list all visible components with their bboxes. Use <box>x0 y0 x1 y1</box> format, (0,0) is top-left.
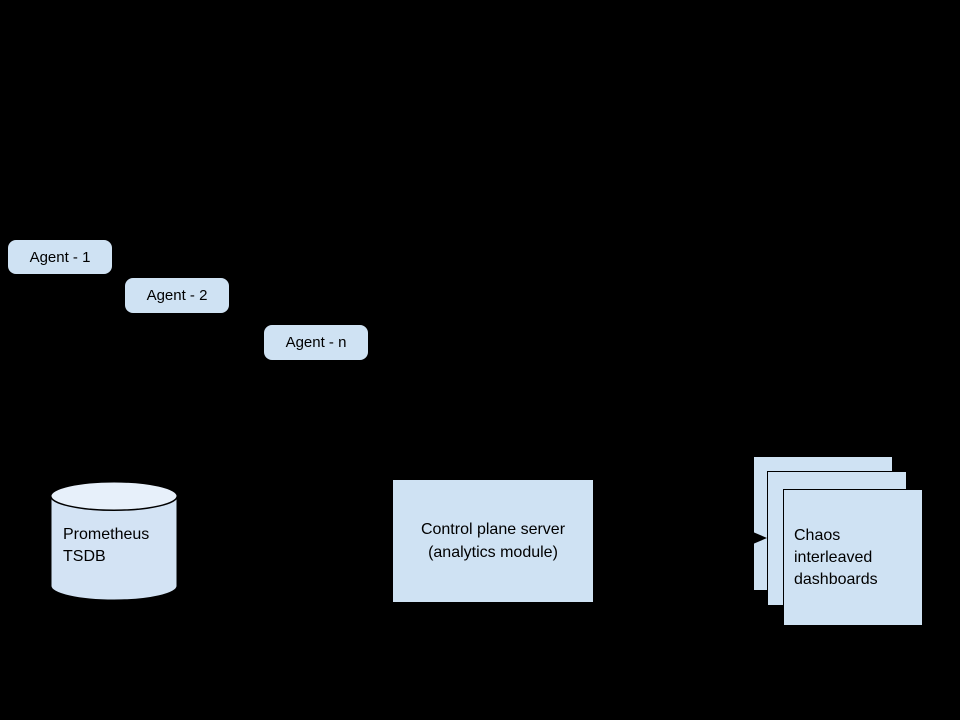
control-plane-label-line2: (analytics module) <box>428 544 558 561</box>
dashboards-label-line1: Chaos <box>794 526 841 544</box>
arrow-shaft <box>593 537 754 539</box>
agent-1-node: Agent - 1 <box>8 240 112 274</box>
agent-2-label: Agent - 2 <box>146 287 208 304</box>
agent-n-node: Agent - n <box>264 325 368 360</box>
control-plane-label-line1: Control plane server <box>420 521 566 538</box>
control-plane-server-node: Control plane server (analytics module) <box>393 480 593 602</box>
agent-n-label: Agent - n <box>285 334 347 351</box>
agent-1-label: Agent - 1 <box>29 248 91 266</box>
prometheus-tsdb-cylinder: Prometheus TSDB <box>50 481 178 601</box>
tsdb-label-line1: Prometheus <box>63 526 150 543</box>
agent-2-node: Agent - 2 <box>125 278 229 313</box>
arrowhead-icon <box>753 532 767 544</box>
dashboards-label-line3: dashboards <box>794 570 878 588</box>
dashboard-card-front: Chaos interleaved dashboards <box>783 489 923 626</box>
tsdb-label: Prometheus TSDB <box>63 524 149 568</box>
tsdb-label-line2: TSDB <box>63 548 106 565</box>
cylinder-shape <box>50 481 178 601</box>
dashboards-label-line2: interleaved <box>794 548 873 566</box>
